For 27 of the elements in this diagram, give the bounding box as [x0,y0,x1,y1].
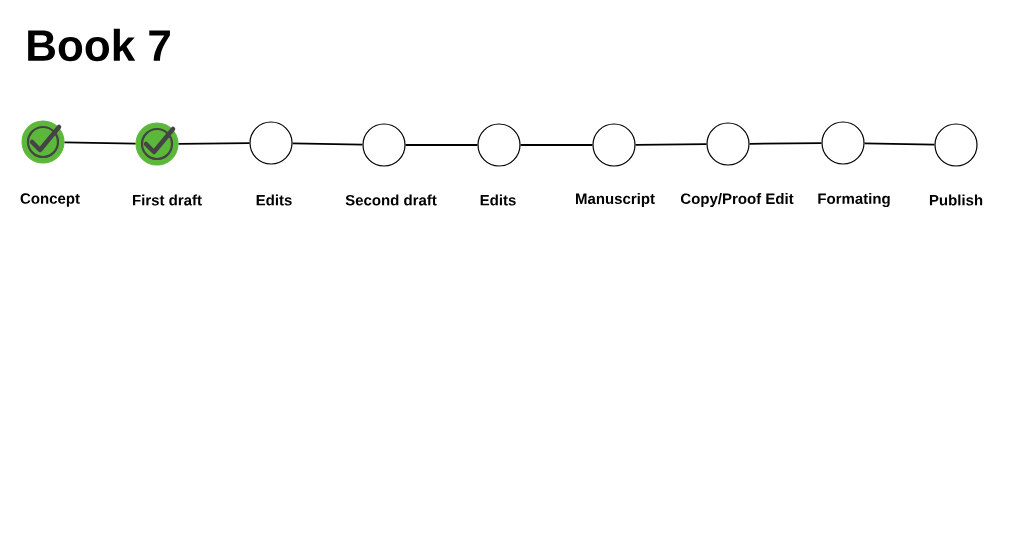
empty-circle [934,123,978,167]
connector-line [63,141,137,145]
step-label: Edits [256,194,292,206]
step-label: Copy/Proof Edit [680,193,794,207]
connector-line [177,142,251,145]
connector-line [404,144,479,146]
checked-circle [135,122,179,166]
step-label: Concept [20,193,80,207]
empty-circle [249,121,293,165]
step-label: Formating [818,192,890,208]
empty-circle [362,123,406,167]
connector-line [634,143,708,146]
connector-line [748,142,823,145]
step-label: Publish [929,194,983,206]
empty-circle [706,122,750,166]
step-label: First draft [133,194,202,206]
step-label: Second draft [345,194,437,206]
checked-circle [21,120,65,164]
empty-circle [592,123,636,167]
title: Book 7 [28,28,170,62]
connector-line [519,144,594,146]
empty-circle [477,123,521,167]
connector-line [291,142,364,146]
connector-line [863,142,936,146]
empty-circle [821,121,865,165]
step-label: Manuscript [576,193,655,207]
step-label: Edits [480,194,516,206]
